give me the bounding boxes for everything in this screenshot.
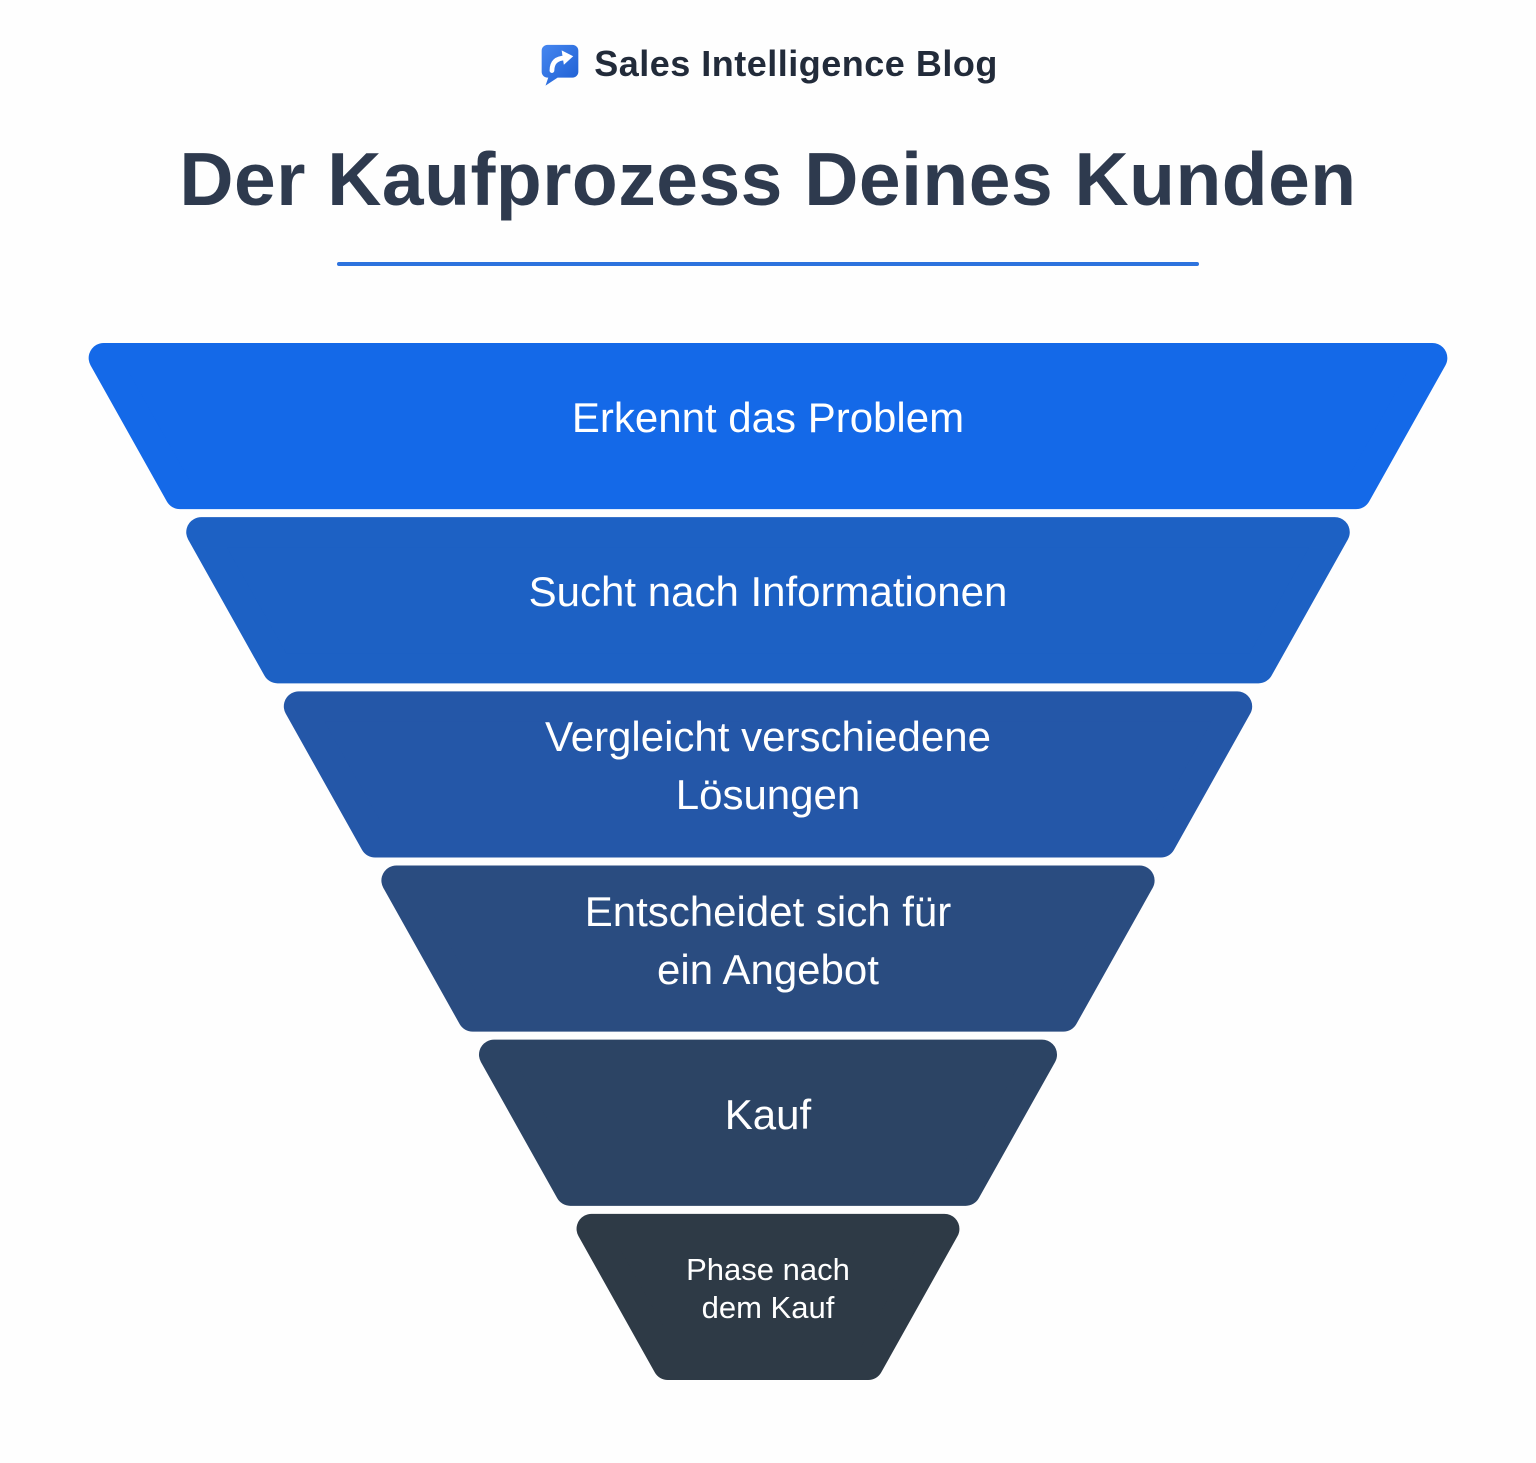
funnel-stage-shape-5 (478, 1039, 1058, 1206)
logo-text: Sales Intelligence Blog (594, 43, 998, 84)
funnel-stage-shape-3 (283, 691, 1253, 858)
title-underline (337, 262, 1199, 266)
logo: Sales Intelligence Blog (0, 0, 1536, 86)
funnel-stage-shape-4 (381, 865, 1155, 1032)
funnel-stage-shape-6 (576, 1213, 960, 1380)
funnel-stage-shape-1 (88, 343, 1448, 510)
funnel-stage-shape-2 (186, 517, 1350, 684)
page-title: Der Kaufprozess Deines Kunden (179, 137, 1357, 221)
speech-bubble-reply-arrow-icon (541, 44, 579, 86)
